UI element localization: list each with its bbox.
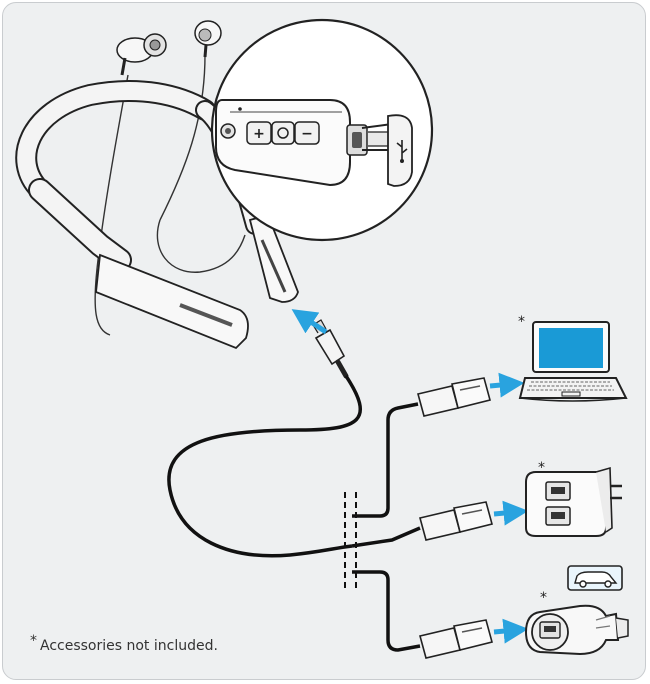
arrow-to-wall-charger	[493, 500, 529, 526]
wall-charger-icon	[525, 466, 622, 537]
port-cover	[387, 114, 413, 187]
car-charger-icon	[524, 604, 629, 656]
car-charger-accessory-marker: *	[540, 590, 547, 606]
usb-symbol-icon	[396, 140, 408, 163]
micro-usb-plug	[314, 328, 346, 366]
wall-charger-accessory-marker: *	[538, 460, 545, 476]
footnote-marker: *	[30, 633, 37, 649]
footnote: *Accessories not included.	[30, 633, 218, 654]
car-badge	[567, 565, 623, 591]
arrow-to-headset	[291, 309, 328, 335]
brand-logo	[179, 303, 233, 327]
left-earbud	[116, 33, 167, 76]
usb-plug-bottom	[419, 619, 493, 659]
laptop-accessory-marker: *	[518, 314, 525, 330]
control-callout: + −	[210, 18, 434, 242]
charging-cable	[167, 319, 421, 652]
arrow-to-car-charger	[493, 618, 529, 644]
neckband-headset	[15, 20, 299, 350]
car-icon	[574, 571, 618, 584]
volume-down-button[interactable]	[294, 121, 320, 145]
right-earbud	[194, 20, 222, 58]
usb-plug-top	[417, 377, 491, 417]
wire-loop	[156, 219, 246, 273]
volume-down-label: −	[301, 126, 313, 142]
right-earbud-wire	[159, 54, 206, 221]
power-button[interactable]	[271, 121, 295, 145]
mic-hole-icon	[238, 107, 242, 111]
volume-up-label: +	[253, 126, 265, 142]
left-housing	[95, 253, 249, 350]
direction-arrows	[291, 309, 529, 644]
usb-plug-middle	[419, 501, 493, 541]
arrow-to-laptop	[489, 372, 525, 398]
footnote-text: Accessories not included.	[40, 638, 218, 654]
power-icon	[277, 127, 289, 139]
right-housing	[248, 213, 299, 303]
volume-up-button[interactable]	[246, 121, 272, 145]
laptop-icon	[518, 321, 628, 402]
